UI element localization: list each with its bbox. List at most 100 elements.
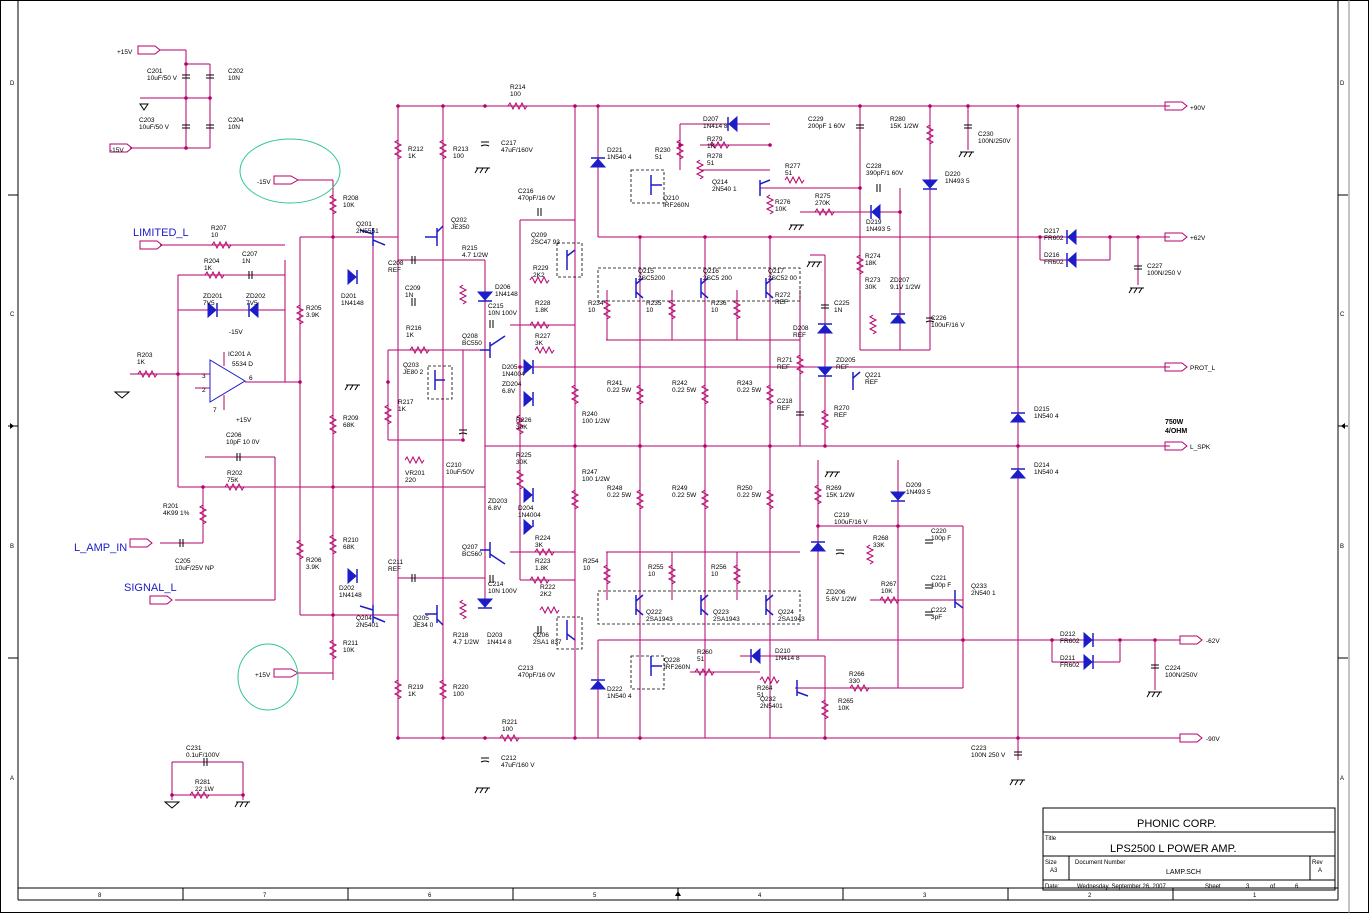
component-ref: R209 [343,415,359,422]
col-label: 6 [428,893,432,899]
component-ref: C230 [978,131,994,138]
component-value: 1N493 5 [866,226,891,233]
component-ref: R234 [588,300,604,307]
component-ref: R218 [453,632,469,639]
component-value: 1N4148 [341,300,364,307]
component-ref: R241 [607,380,623,387]
resistors [137,101,935,800]
docnum-value: LAMP.SCH [1166,869,1201,876]
component-ref: R220 [453,684,469,691]
component-ref: C207 [242,251,258,258]
component-value: 15K 1/2W [890,123,919,130]
component-ref: R214 [510,84,526,91]
component-value: 2N5401 [760,703,783,710]
component-ref: R242 [672,380,688,387]
component-ref: C222 [931,607,947,614]
port-p62: +62V [1190,235,1206,242]
component-value: REF [777,405,790,412]
drawing-title: LPS2500 L POWER AMP. [1110,843,1237,855]
component-ref: C205 [175,558,191,565]
component-ref: Q217 [768,268,784,275]
component-value: 470pF/16 0V [518,195,556,202]
component-value: 68K [343,422,355,429]
component-value: 10uF/50V [446,469,475,476]
net-signal: SIGNAL_L [124,582,177,594]
component-value: 330 [849,678,860,685]
port-labels: +15V -15V -15V +15V +90V +62V PROT_L L_S… [74,49,1220,743]
component-ref: R256 [711,564,727,571]
port-m15-top: -15V [110,147,124,154]
component-ref: C223 [971,745,987,752]
component-value: 1N4148 [495,291,518,298]
component-value: 15K 1/2W [826,492,855,499]
component-value: FR602 [1060,662,1080,669]
component-ref: C229 [808,116,824,123]
component-ref: C206 [226,432,242,439]
component-ref: R269 [826,485,842,492]
component-ref: Q228 [664,657,680,664]
component-value: 1N493 5 [906,489,931,496]
transistors [359,175,964,697]
component-ref: C231 [186,745,202,752]
component-ref: C214 [488,581,504,588]
component-value: JE80 2 [403,369,424,376]
component-ref: R248 [607,485,623,492]
component-value: 1K [408,691,417,698]
opamp-pin: 3 [202,373,206,380]
component-ref: R247 [582,469,598,476]
component-ref: R266 [849,671,865,678]
component-value: 10 [711,571,719,578]
size-label: Size [1045,860,1057,866]
net-limited: LIMITED_L [133,227,189,239]
component-ref: ZD207 [890,277,910,284]
component-value: 100 1/2W [582,418,611,425]
component-value: REF [834,412,847,419]
component-value: 10 [588,307,596,314]
component-value: FR602 [1060,638,1080,645]
component-ref: D206 [495,284,511,291]
component-value: 51 [655,154,663,161]
component-value: 51 [707,160,715,167]
component-value: 1N540 4 [1034,413,1059,420]
sheet-value: 3 [1246,884,1250,890]
row-label: C [10,312,15,318]
component-ref: R277 [785,163,801,170]
component-value: BC560 [462,551,482,558]
component-ref: R255 [648,564,664,571]
opamp-ref: IC201 A [228,351,252,358]
component-value: 2SA1943 [778,616,805,623]
component-value: REF [777,364,790,371]
component-value: REF [775,299,788,306]
date-value: Wednesday, September 26, 2007 [1077,884,1167,890]
port-m90: -90V [1206,736,1220,743]
col-label: 8 [98,893,102,899]
component-value: 10 [648,571,656,578]
component-value: 3K [535,340,544,347]
component-ref: R227 [535,333,551,340]
component-value: 1N4004 [502,371,525,378]
component-ref: C217 [501,140,517,147]
power-rating: 750W [1165,419,1184,426]
component-value: 0.22 5W [672,387,697,394]
component-value: 18K [865,260,877,267]
component-value: 3.9K [306,564,320,571]
component-value: 1N [405,292,414,299]
component-value: 10K [775,206,787,213]
component-value: JE350 [451,224,470,231]
component-value: 10uF/50 V [139,124,170,131]
component-value: 100uF/16 V [931,322,965,329]
component-ref: R235 [646,300,662,307]
row-label: D [1340,81,1345,87]
component-value: 0.22 5W [607,387,632,394]
component-ref: C213 [518,665,534,672]
component-value: 5.6V 1/2W [826,596,857,603]
component-value: 2SC5200 [638,275,665,282]
component-ref: R260 [697,649,713,656]
component-ref: R216 [406,325,422,332]
component-value: 100 1/2W [582,476,611,483]
row-label: A [1340,776,1344,782]
highlight-ellipse-m15 [239,138,341,204]
component-value: 22 1W [195,786,215,793]
